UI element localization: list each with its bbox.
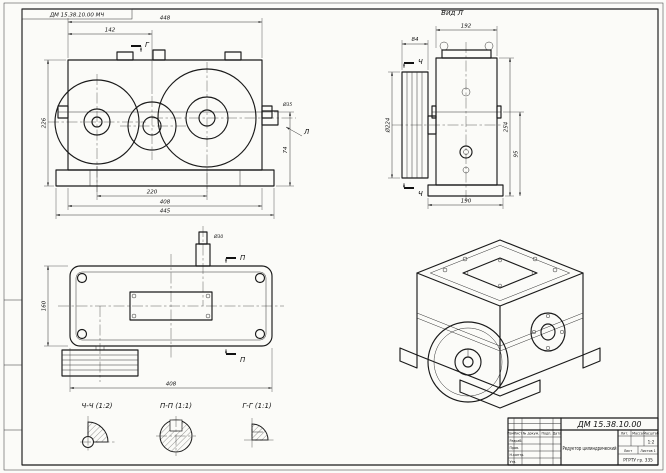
isometric-view bbox=[399, 239, 601, 409]
front-pulley-hub-circle bbox=[83, 108, 111, 136]
iso-split-flange bbox=[416, 312, 584, 347]
dim-side-pulley-dia: Ø224 bbox=[385, 117, 392, 133]
front-eyebolt-boss-right bbox=[224, 51, 242, 61]
tb-scale-value: 1:2 bbox=[648, 440, 655, 445]
tb-sheets-label: Листов 1 bbox=[640, 449, 655, 453]
dim-side-height-lower: 95 bbox=[514, 150, 520, 157]
front-base bbox=[55, 169, 275, 187]
tb-header-data: Дата bbox=[553, 432, 562, 436]
section-mark-ch-bottom: Ч bbox=[418, 190, 423, 198]
drawing-frame bbox=[21, 8, 659, 466]
side-eyebolt-left bbox=[439, 41, 449, 51]
tb-row-utv: Утв. bbox=[510, 460, 517, 464]
iso-front-foot bbox=[459, 379, 541, 409]
section-mark-ch-top: Ч bbox=[418, 58, 423, 66]
dim-side-base-width: 190 bbox=[461, 199, 472, 205]
side-oil-sight bbox=[461, 87, 471, 97]
title-block: ДМ 15.38.10.00 Редуктор цилиндрический И… bbox=[507, 417, 659, 466]
iso-right-foot bbox=[582, 347, 601, 369]
front-pinion-circle bbox=[127, 101, 177, 151]
section-ch-label: Ч-Ч (1:2) bbox=[81, 402, 112, 410]
tb-mass-label: Масса bbox=[632, 432, 643, 436]
tb-header-docnum: № докум. bbox=[523, 432, 539, 436]
front-gearwheel-circle bbox=[157, 68, 257, 168]
iso-bearing-cover bbox=[530, 312, 566, 352]
tb-scale-label: Масштаб bbox=[643, 432, 659, 436]
front-gearwheel-hub-circle bbox=[185, 96, 229, 140]
front-output-shaft-end bbox=[261, 110, 279, 126]
top-flange-inner bbox=[75, 271, 267, 341]
left-margin-marks bbox=[4, 299, 22, 431]
tb-header-podp: Подп. bbox=[542, 432, 552, 436]
dim-side-pulley-width: 84 bbox=[412, 37, 419, 43]
dim-top-depth: 160 bbox=[42, 300, 48, 311]
sheet-edge bbox=[3, 2, 664, 471]
side-view-title: Вид Л bbox=[441, 9, 463, 17]
side-view: Вид Л 84 192 Ø224 bbox=[385, 9, 524, 209]
top-corner-bolt bbox=[254, 272, 266, 284]
dim-side-housing-width: 192 bbox=[461, 24, 472, 30]
top-corner-bolt bbox=[76, 272, 88, 284]
front-input-shaft-circle bbox=[91, 116, 103, 128]
side-top-cover bbox=[441, 49, 492, 59]
front-breather-plug bbox=[152, 49, 166, 61]
dim-top-shaft: Ø30 bbox=[213, 233, 223, 240]
dim-front-overall: 448 bbox=[160, 16, 171, 22]
tb-lit-label: Лит. bbox=[621, 432, 629, 436]
side-drain-plug bbox=[462, 166, 470, 174]
section-details: Ч-Ч (1:2) П-П (1:1) Г-Г (1:1) bbox=[80, 402, 276, 456]
section-mark-p-top: П bbox=[240, 254, 246, 262]
tb-header-list: Лист bbox=[514, 432, 522, 436]
side-base bbox=[427, 184, 504, 197]
doc-number: ДМ 15.38.10.00 bbox=[576, 420, 641, 429]
top-corner-bolt bbox=[254, 328, 266, 340]
dim-top-length: 408 bbox=[166, 382, 177, 388]
top-housing-outline bbox=[69, 265, 273, 347]
tb-row-razrab: Разраб. bbox=[510, 439, 523, 443]
corner-stamp: ДМ 15.38.10.00 МЧ bbox=[21, 8, 133, 20]
tb-row-prov: Пров. bbox=[510, 446, 520, 450]
iso-pulley-rim bbox=[427, 321, 509, 403]
top-corner-bolt bbox=[76, 328, 88, 340]
section-g-label: Г-Г (1:1) bbox=[242, 402, 272, 410]
front-output-shaft-circle bbox=[198, 109, 216, 127]
front-eyebolt-boss-left bbox=[116, 51, 134, 61]
dim-front-base: 445 bbox=[160, 209, 171, 215]
top-shaft-step2 bbox=[198, 231, 208, 245]
dim-front-right-lower: 74 bbox=[283, 146, 289, 153]
front-pulley-rim-circle bbox=[54, 79, 140, 165]
iso-inspection-hatch bbox=[462, 257, 538, 289]
top-pulley bbox=[61, 349, 139, 377]
tb-sheet-label: Лист bbox=[624, 449, 632, 453]
dim-front-centers: 220 bbox=[147, 190, 158, 196]
iso-left-foot bbox=[399, 347, 418, 369]
top-inspection-cover bbox=[129, 291, 213, 321]
side-eyebolt-right bbox=[484, 41, 494, 51]
top-view: Ø30 408 160 П П bbox=[42, 226, 284, 392]
section-mark-g: Г bbox=[145, 41, 150, 49]
dim-front-shaft: Ø35 bbox=[282, 101, 292, 108]
corner-stamp-text: ДМ 15.38.10.00 МЧ bbox=[49, 13, 105, 19]
section-ch-detail bbox=[87, 421, 109, 443]
view-arrow-letter: Л bbox=[303, 128, 310, 136]
tb-org: РГРТУ гр. 335 bbox=[623, 458, 653, 463]
front-intermediate-shaft-circle bbox=[142, 116, 162, 136]
dim-side-height: 254 bbox=[504, 121, 510, 132]
side-oil-gauge bbox=[459, 145, 473, 159]
section-p-label: П-П (1:1) bbox=[160, 402, 192, 410]
tb-header-izm: Изм. bbox=[507, 432, 515, 436]
dim-front-height: 226 bbox=[42, 117, 48, 128]
dim-front-width: 408 bbox=[160, 200, 171, 206]
front-view: 448 142 220 408 445 226 74 Ø35 Л Г bbox=[42, 16, 310, 219]
tb-row-nkontr: Н.контр. bbox=[510, 453, 525, 457]
section-mark-p-bottom: П bbox=[240, 356, 246, 364]
dim-front-top-left: 142 bbox=[105, 28, 116, 34]
part-name: Редуктор цилиндрический bbox=[563, 445, 617, 452]
